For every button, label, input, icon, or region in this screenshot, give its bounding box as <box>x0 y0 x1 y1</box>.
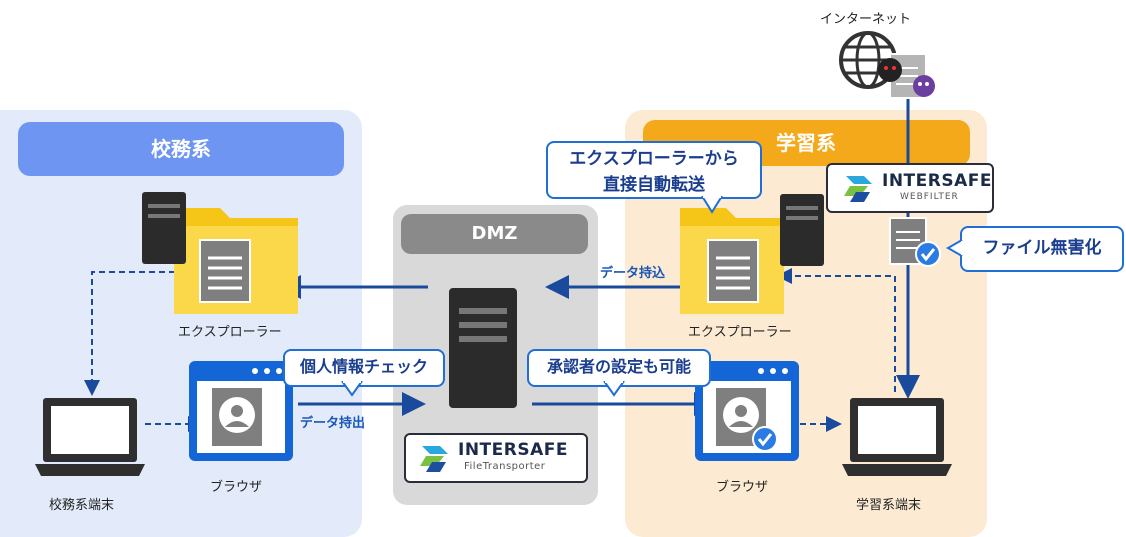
intersafe-mark-icon <box>844 176 872 202</box>
dmz-title: DMZ <box>401 214 588 254</box>
filetransporter-brand: INTERSAFE <box>458 440 568 460</box>
filetransporter-logo: INTERSAFE FileTransporter <box>404 433 588 483</box>
dmz-server-icon <box>449 288 517 408</box>
learning-title-text: 学習系 <box>776 131 836 155</box>
left-browser-icon <box>189 361 293 461</box>
internet-icon <box>839 31 935 99</box>
auto-transfer-line1: エクスプローラーから <box>569 149 739 169</box>
pii-check-callout: 個人情報チェック <box>283 349 445 387</box>
pii-check-callout-tail <box>341 381 363 397</box>
left-explorer-icon <box>142 192 298 314</box>
filetransporter-product: FileTransporter <box>464 461 546 472</box>
internet-label: インターネット <box>820 12 912 27</box>
webfilter-product: WEBFILTER <box>900 192 959 202</box>
webfilter-logo: INTERSAFE WEBFILTER <box>826 163 994 213</box>
school-affairs-title: 校務系 <box>18 122 344 176</box>
file-sanitize-callout-tail <box>946 239 964 257</box>
left-browser-label: ブラウザ <box>210 480 263 495</box>
left-explorer-label: エクスプローラー <box>178 325 282 340</box>
webfilter-brand: INTERSAFE <box>882 171 992 191</box>
right-terminal-icon <box>842 398 952 476</box>
data-take-out-label: データ持出 <box>300 416 366 431</box>
dashed-terminal-to-explorer-right <box>776 268 896 392</box>
sanitized-file-icon <box>889 217 941 267</box>
right-terminal-label: 学習系端末 <box>856 498 922 513</box>
right-explorer-label: エクスプローラー <box>688 325 792 340</box>
dashed-explorer-to-terminal-left <box>84 271 175 396</box>
approver-callout: 承認者の設定も可能 <box>527 349 711 387</box>
data-bring-in-label: データ持込 <box>600 266 666 281</box>
approver-callout-tail <box>603 381 625 397</box>
right-explorer-icon <box>680 194 824 314</box>
right-browser-label: ブラウザ <box>716 480 769 495</box>
file-sanitize-callout: ファイル無害化 <box>960 226 1124 272</box>
right-browser-icon <box>695 361 799 461</box>
left-terminal-icon <box>35 398 145 476</box>
left-terminal-label: 校務系端末 <box>49 498 115 513</box>
auto-transfer-line2: 直接自動転送 <box>603 175 705 195</box>
auto-transfer-callout: エクスプローラーから 直接自動転送 <box>546 141 762 199</box>
intersafe-mark-icon-2 <box>420 446 448 472</box>
auto-transfer-callout-tail <box>701 196 723 214</box>
